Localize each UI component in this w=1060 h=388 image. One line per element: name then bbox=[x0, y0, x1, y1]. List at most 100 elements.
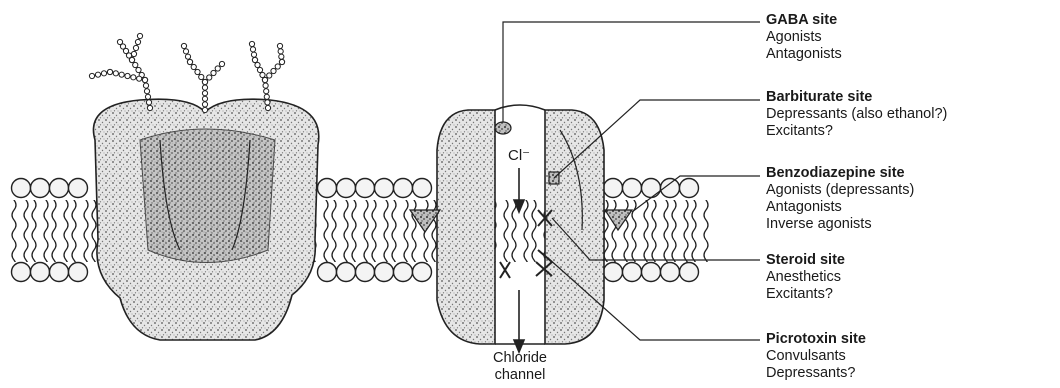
glycan-bead bbox=[125, 73, 130, 78]
glycan-bead bbox=[144, 89, 149, 94]
gaba-binding-site bbox=[495, 122, 511, 134]
glycan-bead bbox=[219, 61, 224, 66]
glycan-bead bbox=[137, 76, 142, 81]
glycan-bead bbox=[279, 59, 284, 64]
glycan-bead bbox=[271, 68, 276, 73]
lipid-head bbox=[661, 263, 680, 282]
lipid-head bbox=[50, 263, 69, 282]
lipid-head bbox=[337, 179, 356, 198]
glycan-bead bbox=[255, 62, 260, 67]
receptor-left bbox=[93, 99, 318, 340]
glycan-bead bbox=[113, 71, 118, 76]
picrotoxin-site-label: Picrotoxin site Convulsants Depressants? bbox=[766, 331, 866, 382]
glycan-bead bbox=[131, 75, 136, 80]
glycan-bead bbox=[129, 57, 134, 62]
glycan-bead bbox=[137, 33, 142, 38]
lipid-head bbox=[413, 179, 432, 198]
site-line: Anesthetics bbox=[766, 269, 845, 286]
site-title: GABA site bbox=[766, 12, 842, 29]
lipid-head bbox=[69, 263, 88, 282]
lipid-head bbox=[680, 179, 699, 198]
chloride-channel-label: Chloride channel bbox=[460, 350, 580, 384]
lipid-head bbox=[12, 263, 31, 282]
site-line: Agonists (depressants) bbox=[766, 182, 914, 199]
site-line: Inverse agonists bbox=[766, 216, 914, 233]
lipid-head bbox=[680, 263, 699, 282]
glycan-bead bbox=[211, 70, 216, 75]
glycan-bead bbox=[262, 77, 267, 82]
site-title: Barbiturate site bbox=[766, 89, 947, 106]
glycan-bead bbox=[207, 75, 212, 80]
glycan-bead bbox=[183, 49, 188, 54]
glycan-bead bbox=[117, 39, 122, 44]
lipid-head bbox=[375, 179, 394, 198]
site-line: Excitants? bbox=[766, 123, 947, 140]
glycan-bead bbox=[133, 45, 138, 50]
lipid-head bbox=[356, 263, 375, 282]
glycan-bead bbox=[181, 43, 186, 48]
lipid-head bbox=[604, 263, 623, 282]
glycan-bead bbox=[146, 100, 151, 105]
lipid-head bbox=[31, 263, 50, 282]
glycan-bead bbox=[143, 83, 148, 88]
glycan-bead bbox=[279, 54, 284, 59]
glycan-bead bbox=[249, 41, 254, 46]
glycan-bead bbox=[147, 105, 152, 110]
gaba-site-label: GABA site Agonists Antagonists bbox=[766, 12, 842, 63]
glycan-bead bbox=[131, 51, 136, 56]
glycan-bead bbox=[202, 79, 207, 84]
glycan-bead bbox=[275, 64, 280, 69]
site-line: Excitants? bbox=[766, 286, 845, 303]
lipid-head bbox=[642, 179, 661, 198]
glycan-bead bbox=[187, 59, 192, 64]
steroid-site-label: Steroid site Anesthetics Excitants? bbox=[766, 252, 845, 303]
glycan-bead bbox=[89, 73, 94, 78]
lipid-head bbox=[642, 263, 661, 282]
lipid-head bbox=[318, 179, 337, 198]
chloride-ion-label: Cl⁻ bbox=[508, 146, 530, 164]
glycan-bead bbox=[101, 71, 106, 76]
site-line: Antagonists bbox=[766, 199, 914, 216]
lipid-head bbox=[623, 263, 642, 282]
glycan-bead bbox=[202, 96, 207, 101]
glycan-bead bbox=[133, 62, 138, 67]
site-line: Depressants? bbox=[766, 365, 866, 382]
channel-label-line-1: Chloride bbox=[460, 350, 580, 367]
glycan-bead bbox=[202, 102, 207, 107]
site-title: Steroid site bbox=[766, 252, 845, 269]
glycan-bead bbox=[191, 64, 196, 69]
lipid-head bbox=[50, 179, 69, 198]
site-line: Convulsants bbox=[766, 348, 866, 365]
glycan-bead bbox=[265, 100, 270, 105]
glycan-bead bbox=[107, 69, 112, 74]
glycan-bead bbox=[264, 89, 269, 94]
glycan-bead bbox=[185, 54, 190, 59]
glycan-bead bbox=[257, 67, 262, 72]
glycan-bead bbox=[136, 67, 141, 72]
glycan-bead bbox=[265, 105, 270, 110]
glycan-bead bbox=[252, 57, 257, 62]
lipid-head bbox=[623, 179, 642, 198]
site-title: Picrotoxin site bbox=[766, 331, 866, 348]
glycan-bead bbox=[135, 39, 140, 44]
lipid-head bbox=[375, 263, 394, 282]
glycan-bead bbox=[264, 94, 269, 99]
glycan-bead bbox=[215, 66, 220, 71]
lipid-head bbox=[604, 179, 623, 198]
lipid-head bbox=[69, 179, 88, 198]
glycan-bead bbox=[267, 73, 272, 78]
lipid-head bbox=[318, 263, 337, 282]
site-line: Antagonists bbox=[766, 46, 842, 63]
site-title: Benzodiazepine site bbox=[766, 165, 914, 182]
glycan-bead bbox=[195, 69, 200, 74]
glycan-bead bbox=[278, 49, 283, 54]
glycan-bead bbox=[202, 91, 207, 96]
lipid-head bbox=[394, 179, 413, 198]
glycan-bead bbox=[250, 47, 255, 52]
glycan-bead bbox=[95, 72, 100, 77]
glycan-bead bbox=[263, 83, 268, 88]
lipid-head bbox=[337, 263, 356, 282]
lipid-head bbox=[31, 179, 50, 198]
lipid-head bbox=[356, 179, 375, 198]
barbiturate-site-label: Barbiturate site Depressants (also ethan… bbox=[766, 89, 947, 140]
